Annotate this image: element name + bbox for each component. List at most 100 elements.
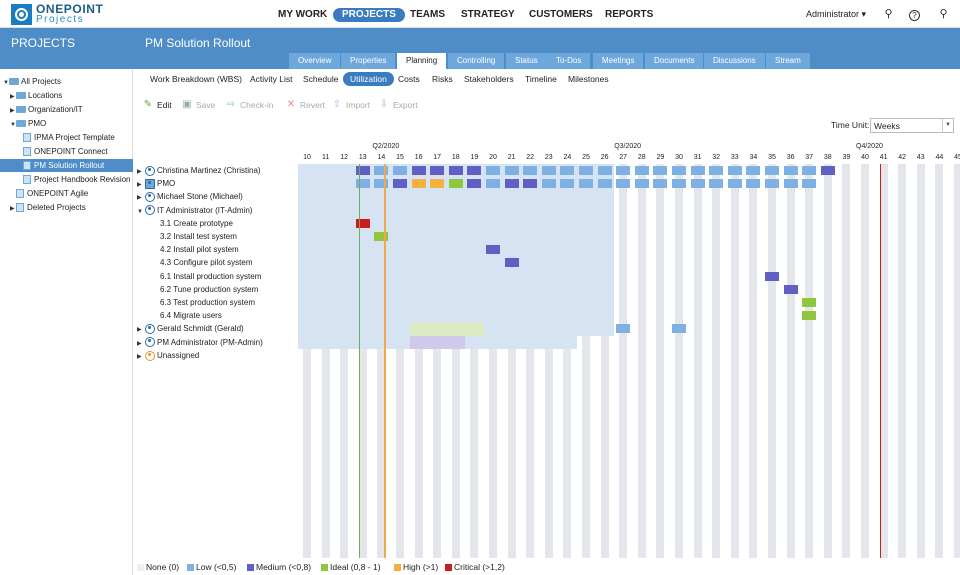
row-3-2-install-test-system[interactable]: 3.2 Install test system <box>160 230 237 243</box>
tab-overview[interactable]: Overview <box>289 53 341 69</box>
collapsed-arrow-icon[interactable]: ▶ <box>10 206 15 212</box>
row-6-1-install-production-system[interactable]: 6.1 Install production system <box>160 270 261 283</box>
light-cell <box>316 177 336 191</box>
light-cell <box>539 216 559 230</box>
week-column <box>842 164 851 558</box>
utilization-cell-low <box>783 166 798 175</box>
tab-planning[interactable]: Planning <box>397 53 447 69</box>
week-column <box>656 164 665 558</box>
light-cell <box>353 203 373 217</box>
import-button[interactable]: ⇧Import <box>331 98 370 112</box>
expanded-arrow-icon[interactable]: ▼ <box>137 208 143 215</box>
subtab-timeline[interactable]: Timeline <box>525 74 557 84</box>
tree-item-pm-solution-rollout[interactable]: PM Solution Rollout <box>0 159 133 172</box>
row-label: IT Administrator (IT-Admin) <box>157 205 253 215</box>
subtab-costs[interactable]: Costs <box>398 74 420 84</box>
light-cell <box>372 203 391 217</box>
tab-properties[interactable]: Properties <box>341 53 396 69</box>
subtab-utilization[interactable]: Utilization <box>343 72 394 86</box>
nav-teams[interactable]: TEAMS <box>410 9 445 20</box>
collapsed-arrow-icon[interactable]: ▶ <box>137 195 142 202</box>
check-in-button[interactable]: ⇨Check-in <box>225 98 274 112</box>
subtab-risks[interactable]: Risks <box>432 74 453 84</box>
row-christina-martinez-christina-[interactable]: ▶Christina Martinez (Christina) <box>137 164 261 177</box>
light-cell <box>298 203 317 217</box>
light-cell <box>521 269 540 283</box>
tree-item-deleted-projects[interactable]: ▶Deleted Projects <box>0 201 133 214</box>
time-unit-select[interactable]: Weeks ▼ <box>870 118 954 133</box>
utilization-cell-low <box>727 166 742 175</box>
tab-status[interactable]: Status <box>506 53 547 69</box>
utilization-cell-low <box>504 166 519 175</box>
revert-button[interactable]: ✕Revert <box>285 98 325 112</box>
row-6-4-migrate-users[interactable]: 6.4 Migrate users <box>160 309 222 322</box>
tab-stream[interactable]: Stream <box>766 53 810 69</box>
user-menu[interactable]: Administrator ▾ <box>806 9 867 19</box>
collapsed-arrow-icon[interactable]: ▶ <box>10 94 15 100</box>
tab-meetings[interactable]: Meetings <box>593 53 644 69</box>
nav-reports[interactable]: REPORTS <box>605 9 654 20</box>
legend-swatch <box>247 563 254 571</box>
light-cell <box>316 296 336 310</box>
tab-to-dos[interactable]: To-Dos <box>547 53 591 69</box>
tree-item-ipma-project-template[interactable]: IPMA Project Template <box>0 131 133 144</box>
help-icon[interactable]: ? <box>909 10 920 21</box>
subtab-stakeholders[interactable]: Stakeholders <box>464 74 514 84</box>
save-button[interactable]: ▣Save <box>181 98 215 112</box>
collapsed-arrow-icon[interactable]: ▶ <box>137 169 142 175</box>
row-pm-administrator-pm-admin-[interactable]: ▶PM Administrator (PM-Admin) <box>137 336 263 349</box>
subtab-work-breakdown-wbs-[interactable]: Work Breakdown (WBS) <box>150 74 242 84</box>
light-cell <box>577 282 596 296</box>
export-button[interactable]: ⇩Export <box>378 98 418 112</box>
row-pmo[interactable]: ▶PMO <box>137 177 175 190</box>
row-unassigned[interactable]: ▶Unassigned <box>137 349 199 362</box>
tab-discussions[interactable]: Discussions <box>704 53 765 69</box>
light-cell <box>446 230 466 244</box>
save-label: Save <box>196 100 216 110</box>
nav-projects[interactable]: PROJECTS <box>333 8 405 22</box>
nav-my-work[interactable]: MY WORK <box>278 9 328 20</box>
expanded-arrow-icon[interactable]: ▼ <box>10 122 16 128</box>
row-gerald-schmidt-gerald-[interactable]: ▶Gerald Schmidt (Gerald) <box>137 322 244 335</box>
utilization-cell-low <box>746 166 761 175</box>
edit-button[interactable]: ✎Edit <box>142 98 172 112</box>
row-4-2-install-pilot-system[interactable]: 4.2 Install pilot system <box>160 243 239 256</box>
tab-controlling[interactable]: Controlling <box>448 53 505 69</box>
search-icon[interactable]: ⚲ <box>884 8 893 20</box>
collapsed-arrow-icon[interactable]: ▶ <box>137 182 142 189</box>
expanded-arrow-icon[interactable]: ▼ <box>3 80 9 86</box>
nav-customers[interactable]: CUSTOMERS <box>529 9 593 20</box>
subtab-activity-list[interactable]: Activity List <box>250 74 293 84</box>
nav-strategy[interactable]: STRATEGY <box>461 9 515 20</box>
week-column <box>805 164 814 558</box>
collapsed-arrow-icon[interactable]: ▶ <box>10 108 15 114</box>
light-cell <box>595 296 615 310</box>
row-6-3-test-production-system[interactable]: 6.3 Test production system <box>160 296 255 309</box>
tree-item-onepoint-connect[interactable]: ONEPOINT Connect <box>0 145 133 158</box>
row-3-1-create-prototype[interactable]: 3.1 Create prototype <box>160 217 233 230</box>
collapsed-arrow-icon[interactable]: ▶ <box>137 327 142 334</box>
pool-icon <box>145 179 155 190</box>
utilization-cell-low <box>709 179 724 189</box>
onepoint-logo[interactable]: ONEPOINT Projects <box>11 3 103 25</box>
collapsed-arrow-icon[interactable]: ▶ <box>137 340 142 347</box>
light-cell <box>372 190 391 204</box>
subtab-milestones[interactable]: Milestones <box>568 74 609 84</box>
tree-item-pmo[interactable]: ▼PMO <box>0 117 133 130</box>
tree-item-onepoint-agile[interactable]: ONEPOINT Agile <box>0 187 133 200</box>
collapsed-arrow-icon[interactable]: ▶ <box>137 353 142 360</box>
tree-item-locations[interactable]: ▶Locations <box>0 89 133 102</box>
utilization-cell-medium <box>448 166 463 175</box>
row-4-3-configure-pilot-system[interactable]: 4.3 Configure pilot system <box>160 256 253 269</box>
tree-item-all-projects[interactable]: ▼All Projects <box>0 75 133 88</box>
light-cell <box>409 203 429 217</box>
row-michael-stone-michael-[interactable]: ▶Michael Stone (Michael) <box>137 190 243 203</box>
tree-item-organization-it[interactable]: ▶Organization/IT <box>0 103 133 116</box>
subtab-schedule[interactable]: Schedule <box>303 74 339 84</box>
tree-item-project-handbook-revision[interactable]: Project Handbook Revision <box>0 173 133 186</box>
light-cell <box>521 243 540 257</box>
tab-documents[interactable]: Documents <box>645 53 704 69</box>
row-it-administrator-it-admin-[interactable]: ▼ IT Administrator (IT-Admin) <box>137 204 252 217</box>
zoom-search-icon[interactable]: ⚲ <box>939 8 948 20</box>
row-6-2-tune-production-system[interactable]: 6.2 Tune production system <box>160 283 258 296</box>
